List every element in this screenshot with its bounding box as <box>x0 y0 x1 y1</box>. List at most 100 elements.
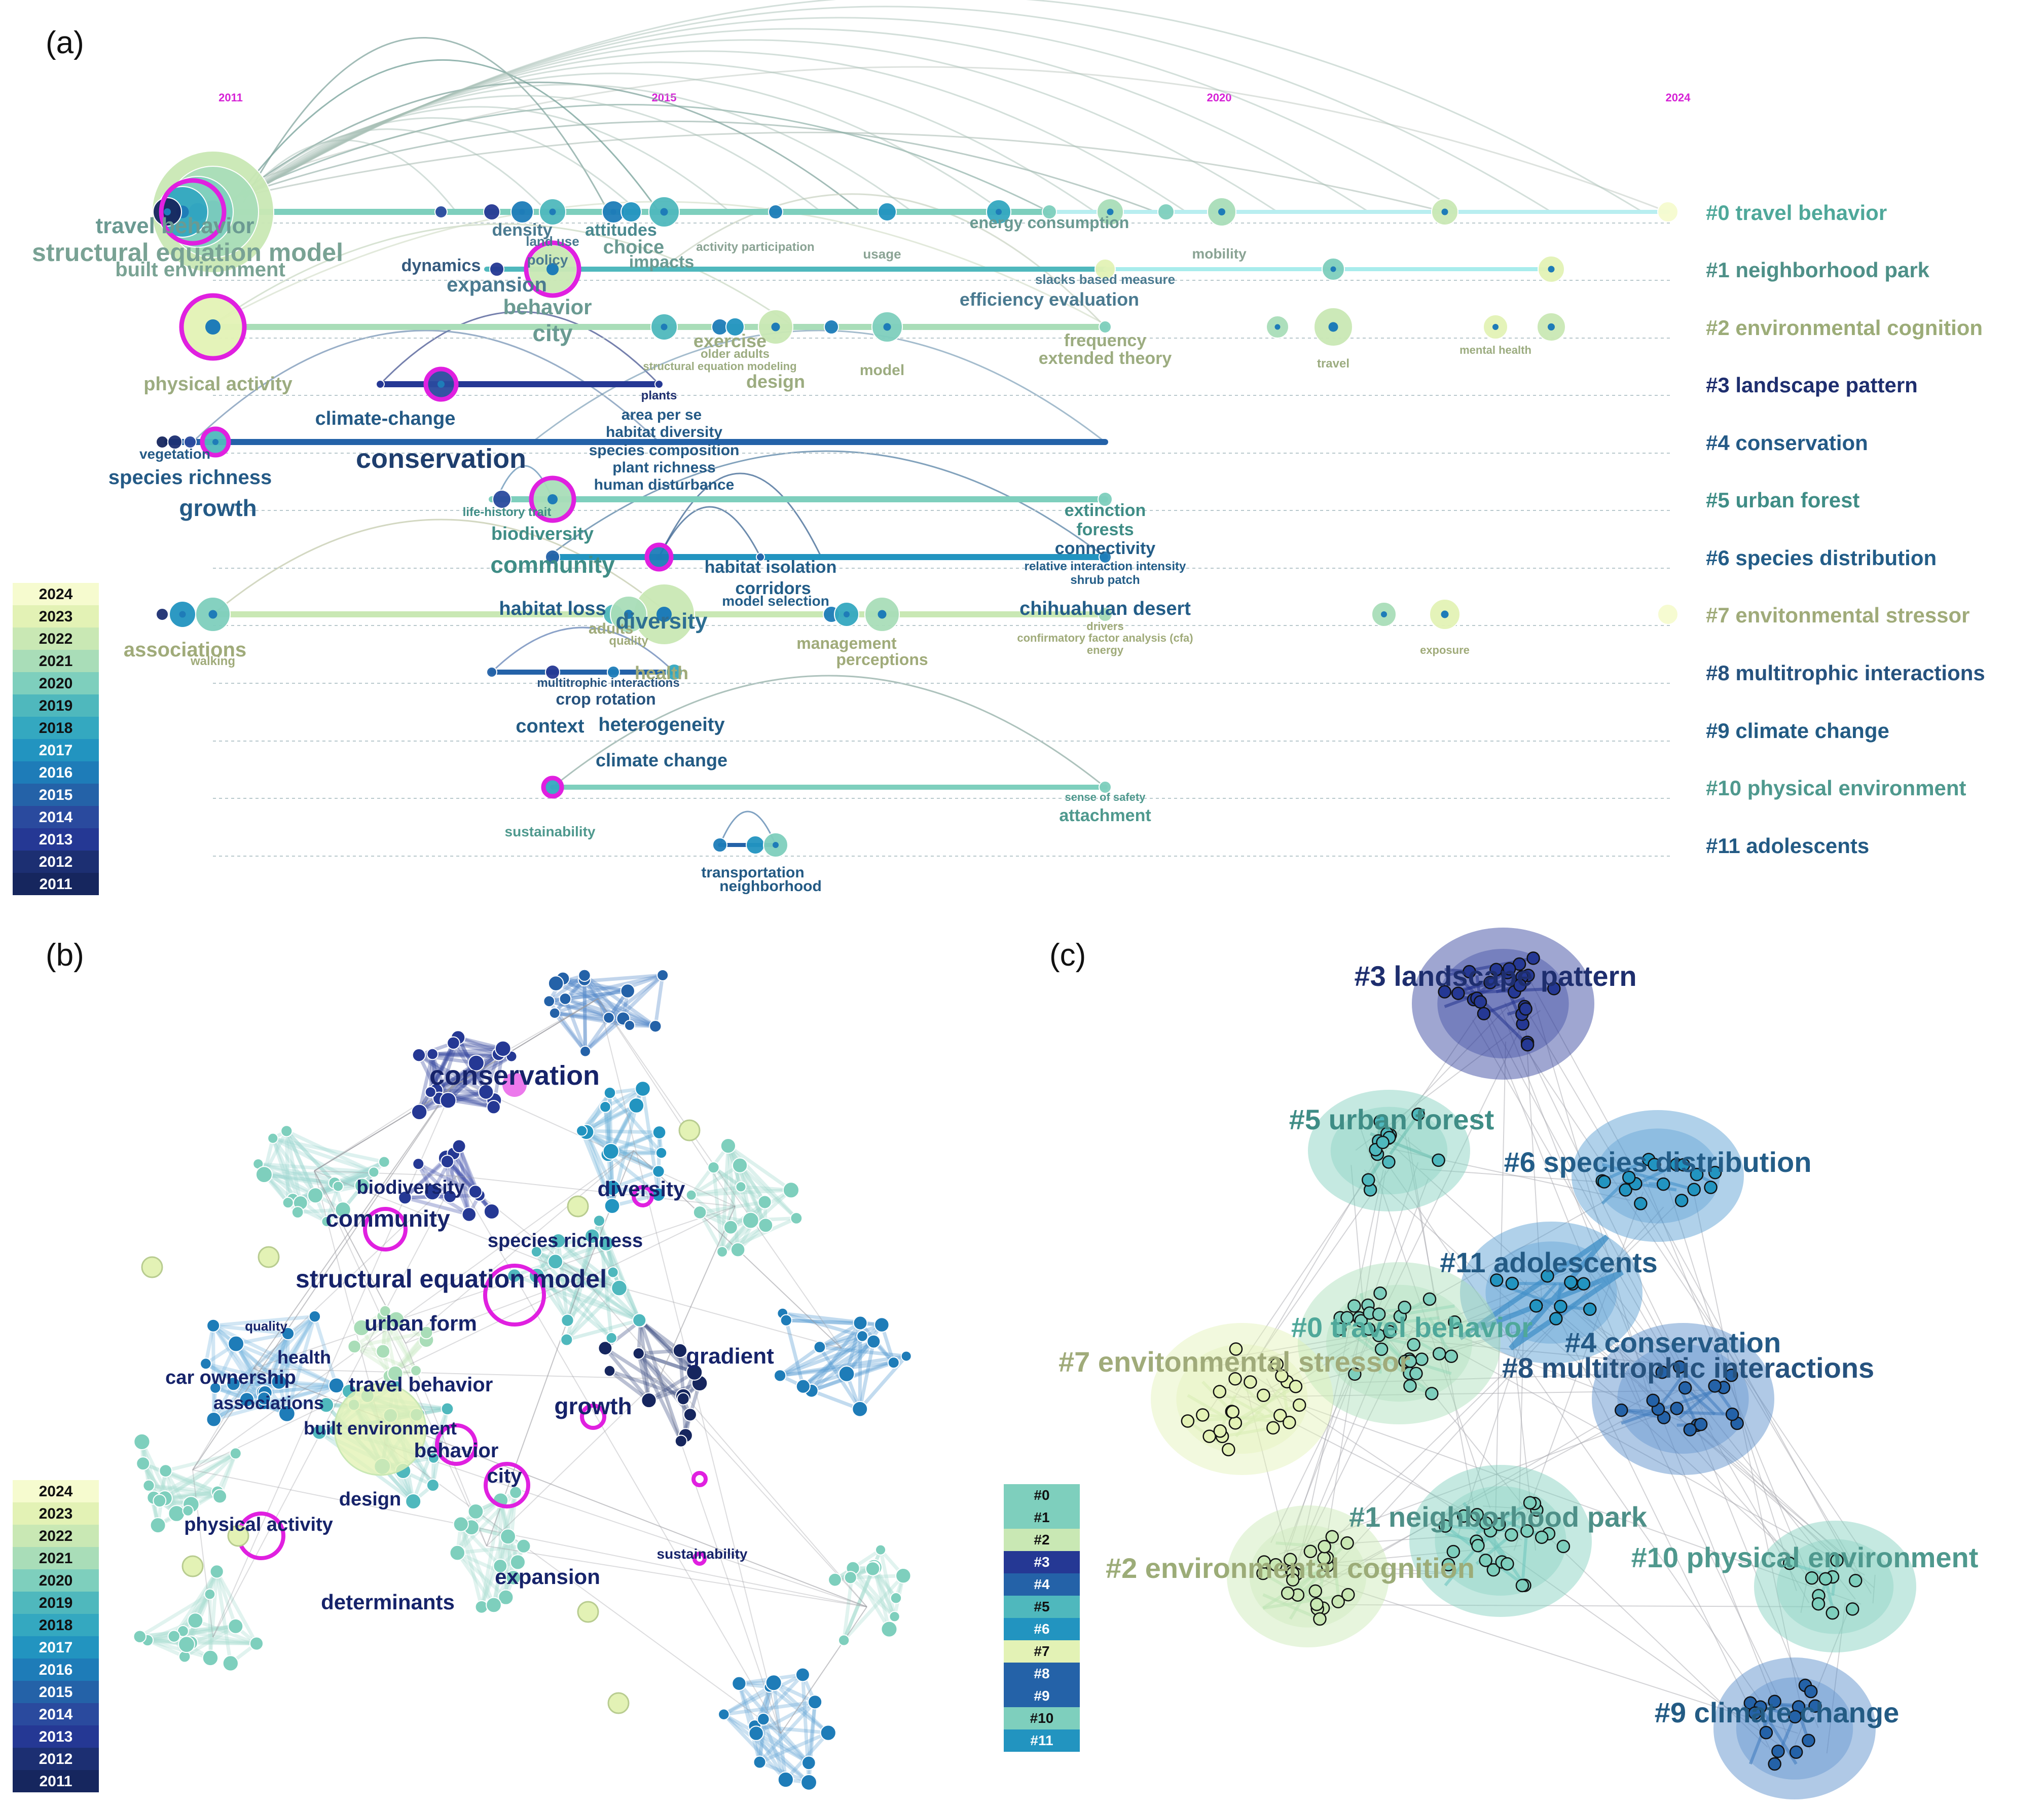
network-node <box>204 1588 216 1600</box>
cluster-edge <box>1336 1604 1831 1608</box>
burst-ring <box>435 1423 478 1466</box>
timeline-keyword: context <box>516 716 584 737</box>
cluster-node <box>1789 1745 1803 1759</box>
timeline-node <box>492 490 512 509</box>
citation-arc <box>212 131 1445 213</box>
network-node <box>200 1357 212 1370</box>
network-node <box>308 1310 321 1323</box>
network-node <box>507 1268 522 1283</box>
cluster-edge <box>1262 1593 1321 1620</box>
cluster-blob-core <box>1330 1107 1448 1195</box>
network-node <box>332 1181 344 1192</box>
network-edge <box>418 1061 478 1114</box>
network-edge <box>264 1172 362 1188</box>
cluster-node <box>1748 1706 1762 1720</box>
cluster-node <box>1283 1416 1296 1429</box>
year-swatch-label: 2024 <box>39 586 73 603</box>
cluster-node <box>1473 995 1487 1009</box>
cluster-swatch <box>1004 1596 1080 1618</box>
network-node <box>567 1195 589 1218</box>
cluster-swatch-label: #0 <box>1034 1487 1049 1503</box>
network-edge <box>557 1239 641 1322</box>
network-edge <box>277 1315 316 1383</box>
network-label: community <box>325 1205 450 1232</box>
cluster-edge <box>1557 1315 1771 1750</box>
network-node <box>720 1138 737 1154</box>
citation-arc <box>167 66 1668 213</box>
cluster-blob-core <box>1776 1539 1894 1634</box>
network-label: sustainability <box>657 1546 748 1562</box>
network-edge <box>212 1324 338 1387</box>
network-node <box>735 1181 747 1193</box>
network-edge <box>498 1500 503 1566</box>
cluster-blob-core <box>1595 1128 1720 1224</box>
network-node <box>427 1452 440 1464</box>
network-edge <box>723 1685 771 1716</box>
network-edge <box>565 989 628 1001</box>
cluster-edge <box>1471 980 1641 1403</box>
network-edge <box>261 1333 290 1393</box>
network-edge <box>810 1340 875 1392</box>
network-edge <box>761 1718 788 1781</box>
network-edge <box>447 1053 500 1102</box>
cluster-node <box>1708 1379 1722 1393</box>
cluster-edge <box>1525 1009 1872 1594</box>
network-edge <box>404 1156 448 1199</box>
cluster-node <box>1425 1387 1439 1401</box>
year-swatch-label: 2011 <box>39 876 72 893</box>
year-swatch <box>13 1480 99 1502</box>
network-edge <box>604 1347 650 1402</box>
network-node <box>820 1724 836 1741</box>
network-node <box>387 1365 404 1382</box>
timeline-keyword: adults <box>589 620 633 637</box>
cluster-node <box>1788 1710 1802 1724</box>
citation-arc <box>243 50 1187 213</box>
network-node <box>607 1692 630 1714</box>
cluster-label-c: #7 envitonmental stressor <box>1058 1346 1410 1378</box>
timeline-keyword: structural equation model <box>32 238 343 267</box>
year-swatch-label: 2015 <box>39 1684 73 1701</box>
network-node <box>678 1119 701 1141</box>
network-node <box>282 1197 294 1209</box>
network-edge <box>405 1193 480 1200</box>
cluster-edge <box>1373 1336 1691 1367</box>
network-edge <box>264 1172 335 1185</box>
cluster-edge <box>1300 1196 1685 1573</box>
network-node <box>800 1774 817 1791</box>
network-node <box>509 1486 523 1499</box>
network-edge <box>845 1323 884 1375</box>
network-edge <box>583 974 625 1020</box>
cluster-node <box>1438 1519 1452 1533</box>
citation-arc <box>243 117 640 213</box>
network-node <box>584 1228 600 1244</box>
network-edge <box>565 1286 620 1341</box>
network-label: car ownership <box>165 1367 296 1388</box>
cluster-node <box>1505 1528 1518 1542</box>
network-edge <box>417 1162 452 1198</box>
timeline-node <box>1657 201 1678 223</box>
cluster-edge <box>1336 1206 1664 1564</box>
cluster-label-a: #0 travel behavior <box>1706 201 1887 225</box>
network-edge <box>811 1389 861 1411</box>
timeline-node <box>1098 607 1113 622</box>
network-node <box>607 1266 619 1278</box>
network-node <box>748 1725 764 1741</box>
network-node <box>900 1350 912 1362</box>
network-edge <box>446 1160 493 1213</box>
network-edge <box>211 1325 216 1420</box>
network-edge <box>285 1130 328 1223</box>
network-node <box>133 1630 147 1644</box>
cluster-node <box>1407 1338 1420 1352</box>
network-edge <box>755 1700 816 1735</box>
cluster-edge <box>1381 1155 1771 1715</box>
network-node <box>453 1516 469 1532</box>
cluster-node <box>1523 1496 1537 1510</box>
network-edge <box>780 1360 894 1378</box>
network-node <box>732 1676 747 1691</box>
cluster-edge <box>1637 1384 1838 1610</box>
network-edge <box>285 1130 317 1196</box>
cluster-node <box>1448 1315 1462 1329</box>
year-swatch <box>13 873 99 895</box>
network-edge <box>215 1571 233 1664</box>
